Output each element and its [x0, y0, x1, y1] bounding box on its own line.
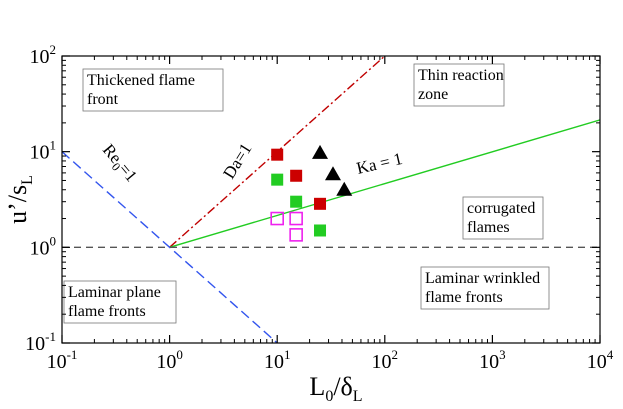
y-tick-label-2-base: 10: [30, 142, 50, 164]
region-plane-box: [63, 280, 177, 324]
x-tick-label-1-base: 10: [156, 351, 176, 373]
marker-0-0: [271, 148, 284, 161]
region-thin-line-1: zone: [418, 86, 448, 103]
x-tick-label-0-exp: -1: [67, 347, 78, 362]
line-ka: [169, 119, 600, 248]
y-axis-label-main: u’/s: [3, 185, 32, 224]
y-tick-label-0: 10-1: [25, 329, 56, 355]
marker-1-1: [290, 195, 303, 208]
marker-3-0: [270, 211, 285, 226]
x-tick-label-3-exp: 2: [392, 347, 399, 362]
x-axis-label-sub: 0: [325, 388, 333, 405]
y-tick-label-1-base: 10: [30, 237, 50, 259]
region-plane-line-1: flame fronts: [68, 303, 146, 320]
x-tick-label-2: 101: [264, 347, 291, 373]
y-tick-label-1-exp: 0: [50, 233, 57, 248]
y-axis-label: u’/sL: [3, 175, 36, 224]
y-tick-label-2: 101: [30, 138, 57, 164]
region-thickened-box: [82, 68, 224, 112]
y-tick-label-3: 102: [30, 42, 57, 68]
x-tick-label-3: 102: [372, 347, 399, 373]
marker-2-2: [336, 181, 353, 196]
marker-2-1: [324, 166, 341, 181]
y-tick-label-0-base: 10: [25, 333, 45, 355]
region-plane-line-0: Laminar plane: [68, 284, 161, 301]
x-tick-label-4: 103: [479, 347, 506, 373]
region-labels: Thickened flame front Thin reaction zone cor…: [63, 63, 550, 324]
region-corrugated-line-0: corrugated: [467, 200, 535, 217]
y-tick-label-0-exp: -1: [45, 329, 56, 344]
x-tick-label-4-base: 10: [479, 351, 499, 373]
region-corrugated-box: [462, 196, 544, 240]
y-tick-label-1: 100: [30, 233, 57, 259]
region-thickened-line-0: Thickened flame: [87, 72, 195, 89]
x-axis-label-main: L: [309, 372, 325, 401]
region-thin-box: [413, 63, 505, 107]
x-tick-label-0: 10-1: [47, 347, 78, 373]
marker-3-1: [289, 211, 303, 226]
marker-1-2: [314, 224, 327, 237]
x-tick-label-0-base: 10: [47, 351, 67, 373]
data-markers: [270, 144, 353, 242]
region-thickened: Thickened flame front: [82, 68, 224, 112]
x-tick-label-4-exp: 3: [499, 347, 506, 362]
y-tick-label-3-base: 10: [30, 46, 50, 68]
y-axis-label-sub: L: [19, 175, 36, 185]
marker-0-1: [290, 169, 303, 182]
marker-1-0: [271, 173, 284, 186]
region-plane: Laminar plane flame fronts: [63, 280, 177, 324]
region-wrinkled: Laminar wrinkled flame fronts: [420, 266, 550, 310]
region-thin-line-0: Thin reaction: [418, 67, 504, 84]
x-tick-label-5-exp: 4: [607, 347, 614, 362]
plot-frame: [61, 55, 601, 344]
marker-3-2: [289, 228, 303, 242]
region-corrugated-line-1: flames: [467, 219, 510, 236]
line-re: [62, 151, 278, 343]
x-axis-label-sub2: L: [353, 388, 363, 405]
region-wrinkled-line-0: Laminar wrinkled: [425, 270, 540, 287]
x-axis-label: L0/δL: [309, 372, 362, 405]
region-wrinkled-line-1: flame fronts: [425, 289, 503, 306]
x-tick-label-1: 100: [156, 347, 183, 373]
region-corrugated: corrugated flames: [462, 196, 544, 240]
marker-2-0: [312, 144, 329, 159]
x-tick-label-2-base: 10: [264, 351, 284, 373]
marker-0-2: [314, 197, 327, 210]
y-tick-label-2-exp: 1: [50, 138, 57, 153]
x-tick-label-2-exp: 1: [284, 347, 291, 362]
x-tick-label-5: 104: [587, 347, 614, 373]
y-tick-label-3-exp: 2: [50, 42, 57, 57]
x-tick-label-1-exp: 0: [176, 347, 183, 362]
region-wrinkled-box: [420, 266, 550, 310]
line-label-re: Re0=1: [97, 140, 141, 187]
region-thickened-line-1: front: [87, 91, 119, 108]
x-tick-label-5-base: 10: [587, 351, 607, 373]
x-tick-label-3-base: 10: [372, 351, 392, 373]
region-thin: Thin reaction zone: [413, 63, 505, 107]
x-axis-label-rest: /δ: [333, 372, 352, 401]
line-label-ka: Ka = 1: [355, 149, 405, 178]
